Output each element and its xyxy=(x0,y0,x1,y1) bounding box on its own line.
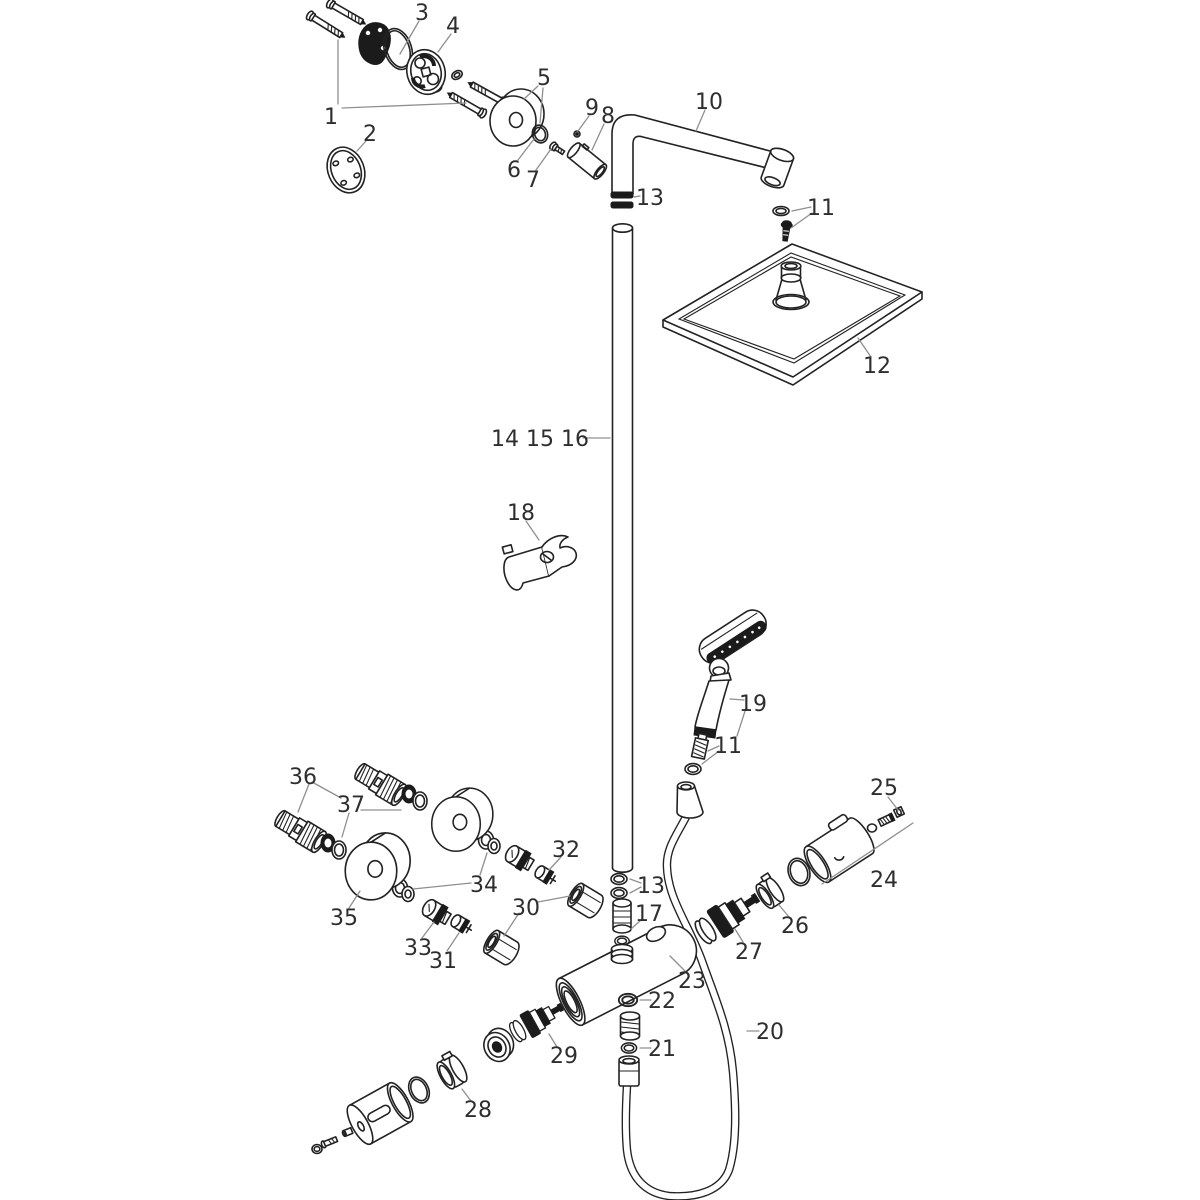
valve-top-port xyxy=(610,943,634,965)
label-26: 26 xyxy=(781,914,809,939)
part-23-thermostat-body xyxy=(555,924,698,1027)
label-12: 12 xyxy=(863,354,891,379)
label-10: 10 xyxy=(695,90,723,115)
part-13-o-rings xyxy=(610,872,628,900)
label-8: 8 xyxy=(601,104,615,129)
part-11-filter-washer xyxy=(684,732,710,776)
part-20-shower-hose xyxy=(618,815,740,1200)
part-4-mounting-disc xyxy=(405,48,447,96)
label-14-15-16: 14 15 16 xyxy=(491,427,589,452)
label-28: 28 xyxy=(464,1098,492,1123)
label-5: 5 xyxy=(537,66,551,91)
label-22: 22 xyxy=(648,989,676,1014)
label-7: 7 xyxy=(526,168,540,193)
part-1-mounting-screws xyxy=(304,0,510,120)
part-17-connector xyxy=(612,898,632,947)
callout-labels: 1 2 3 4 5 6 7 8 9 10 11 12 13 14 15 16 1… xyxy=(289,1,898,1123)
label-30: 30 xyxy=(512,896,540,921)
part-18-shower-holder xyxy=(501,534,578,591)
part-24-temperature-handle xyxy=(803,813,875,884)
part-5-escutcheon xyxy=(489,88,545,147)
label-23: 23 xyxy=(678,969,706,994)
label-27: 27 xyxy=(735,940,763,965)
label-21: 21 xyxy=(648,1037,676,1062)
part-25-screw-set xyxy=(866,805,906,833)
label-9: 9 xyxy=(585,96,599,121)
part-13-clamp-bands xyxy=(610,191,634,209)
part-21-washer xyxy=(620,1042,638,1054)
label-6: 6 xyxy=(507,158,521,183)
label-36: 36 xyxy=(289,765,317,790)
label-31: 31 xyxy=(429,949,457,974)
label-24: 24 xyxy=(870,868,898,893)
label-13-pipe: 13 xyxy=(637,874,665,899)
handle-screw-cap xyxy=(311,1126,354,1155)
part-32-check-valve-small xyxy=(532,863,560,888)
label-35: 35 xyxy=(330,906,358,931)
label-18: 18 xyxy=(507,501,535,526)
label-19: 19 xyxy=(739,692,767,717)
part-12-overhead-shower xyxy=(662,243,923,386)
label-4: 4 xyxy=(446,14,460,39)
label-37: 37 xyxy=(337,793,365,818)
label-1: 1 xyxy=(324,105,338,130)
label-20: 20 xyxy=(756,1020,784,1045)
part-8-sleeve xyxy=(566,142,608,180)
part-19-hand-shower xyxy=(693,609,767,739)
part-27-thermostat-cartridge xyxy=(689,883,767,950)
part-26-adapter-ring xyxy=(755,872,785,910)
handle-o-ring xyxy=(787,857,811,887)
label-29: 29 xyxy=(550,1044,578,1069)
part-29-shutoff-cartridge xyxy=(505,994,569,1047)
part-10-shower-arm xyxy=(611,114,795,195)
label-25: 25 xyxy=(870,776,898,801)
label-17: 17 xyxy=(635,902,663,927)
hose-nipple xyxy=(619,1011,641,1041)
leader-lines xyxy=(297,20,914,1102)
label-13-top: 13 xyxy=(636,186,664,211)
part-30-union-nuts xyxy=(479,880,608,969)
part-3-seal xyxy=(358,22,414,71)
label-34: 34 xyxy=(470,873,498,898)
stop-ring xyxy=(483,1027,515,1063)
label-11-hand: 11 xyxy=(714,734,742,759)
label-2: 2 xyxy=(363,122,377,147)
hose-coupling-nut xyxy=(676,781,704,819)
part-9-grub-screw xyxy=(573,130,581,138)
part-6-o-ring xyxy=(531,124,549,144)
part-14-15-16-riser-pipe xyxy=(611,223,634,873)
part-11-washer-screw-top xyxy=(772,205,793,242)
part-31-check-valve-small xyxy=(448,912,476,937)
label-32: 32 xyxy=(552,838,580,863)
label-11-top: 11 xyxy=(807,196,835,221)
part-2-cover-plate xyxy=(326,146,366,194)
label-33: 33 xyxy=(404,936,432,961)
part-28-adapter xyxy=(436,1050,468,1090)
label-3: 3 xyxy=(415,1,429,26)
handle-body-o-ring xyxy=(407,1076,431,1104)
part-7-screw xyxy=(549,141,566,156)
shutoff-handle xyxy=(311,1081,414,1155)
